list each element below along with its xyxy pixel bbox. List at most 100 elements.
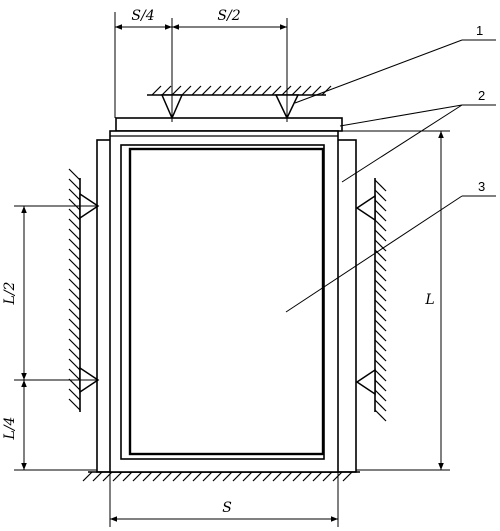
hatch-stroke (191, 85, 202, 96)
right-support-point-lower (355, 368, 376, 396)
hatch-stroke (231, 85, 242, 96)
callout-2-leader-top (339, 104, 463, 127)
hatch-stroke (374, 269, 387, 282)
hatch-stroke (142, 471, 153, 482)
right-fixed-support (374, 179, 387, 422)
top-fixed-support (151, 85, 332, 96)
hatch-stroke (68, 238, 81, 251)
hatch-stroke (374, 179, 387, 192)
hatch-stroke (374, 279, 387, 292)
label-top-quarter: S/4 (131, 8, 154, 24)
hatch-stroke (68, 368, 81, 381)
hatch-stroke (221, 85, 232, 96)
hatch-stroke (374, 239, 387, 252)
hatch-stroke (212, 471, 223, 482)
hatch-stroke (181, 85, 192, 96)
hatch-stroke (68, 258, 81, 271)
hatch-stroke (152, 471, 163, 482)
hatch-stroke (252, 471, 263, 482)
callout-2-number: 2 (478, 88, 485, 103)
label-top-half: S/2 (217, 8, 240, 24)
hatch-stroke (374, 329, 387, 342)
hatch-stroke (192, 471, 203, 482)
hatch-stroke (374, 389, 387, 402)
hatch-stroke (311, 85, 322, 96)
hatch-stroke (374, 219, 387, 232)
hatch-stroke (374, 369, 387, 382)
callout-1-leader (294, 39, 463, 104)
hatch-stroke (68, 218, 81, 231)
hatch-stroke (291, 85, 302, 96)
label-height: L (424, 292, 434, 308)
hatch-stroke (374, 259, 387, 272)
outer-frame (109, 130, 339, 473)
hatch-stroke (68, 178, 81, 191)
hatch-stroke (222, 471, 233, 482)
hatch-stroke (374, 209, 387, 222)
label-left-half: L/2 (2, 281, 18, 305)
hatch-stroke (292, 471, 303, 482)
hatch-stroke (242, 471, 253, 482)
hatch-stroke (374, 229, 387, 242)
hatch-stroke (68, 278, 81, 291)
hatch-stroke (68, 228, 81, 241)
hatch-stroke (251, 85, 262, 96)
hatch-stroke (374, 289, 387, 302)
hatch-stroke (342, 471, 353, 482)
hatch-stroke (374, 299, 387, 312)
hatch-stroke (82, 471, 93, 482)
hatch-stroke (68, 188, 81, 201)
hatch-stroke (262, 471, 273, 482)
hatch-stroke (374, 309, 387, 322)
hatch-stroke (161, 85, 172, 96)
callout-2-leader-side (341, 104, 463, 183)
hatch-stroke (271, 85, 282, 96)
hatch-stroke (68, 358, 81, 371)
hatch-stroke (171, 85, 182, 96)
hatch-stroke (374, 249, 387, 262)
hatch-stroke (132, 471, 143, 482)
hatch-stroke (68, 338, 81, 351)
hatch-stroke (151, 85, 162, 96)
label-width: S (222, 500, 232, 516)
hatch-stroke (102, 471, 113, 482)
hatch-stroke (68, 388, 81, 401)
bottom-fixed-support (82, 471, 353, 482)
callout-3-leader (285, 195, 463, 313)
hatch-stroke (68, 348, 81, 361)
hatch-stroke (272, 471, 283, 482)
hatch-stroke (68, 378, 81, 391)
hatch-stroke (282, 471, 293, 482)
hatch-stroke (68, 298, 81, 311)
hatch-stroke (182, 471, 193, 482)
hatch-stroke (201, 85, 212, 96)
hatch-stroke (321, 85, 332, 96)
hatch-stroke (68, 198, 81, 211)
callout-1-number: 1 (476, 23, 483, 38)
hatch-stroke (68, 328, 81, 341)
hatch-stroke (162, 471, 173, 482)
hatch-stroke (374, 409, 387, 422)
hatch-stroke (122, 471, 133, 482)
hatch-stroke (241, 85, 252, 96)
hatch-stroke (374, 379, 387, 392)
hatch-stroke (374, 399, 387, 412)
hatch-stroke (202, 471, 213, 482)
label-left-quarter: L/4 (2, 417, 18, 441)
hatch-stroke (374, 349, 387, 362)
hatch-stroke (322, 471, 333, 482)
top-loading-bar (115, 117, 343, 132)
hatch-stroke (374, 339, 387, 352)
hatch-stroke (68, 398, 81, 411)
hatch-stroke (374, 359, 387, 372)
hatch-stroke (302, 471, 313, 482)
hatch-stroke (68, 288, 81, 301)
hatch-stroke (68, 268, 81, 281)
hatch-stroke (68, 208, 81, 221)
hatch-stroke (68, 168, 81, 181)
hatch-stroke (112, 471, 123, 482)
hatch-stroke (68, 308, 81, 321)
hatch-stroke (92, 471, 103, 482)
